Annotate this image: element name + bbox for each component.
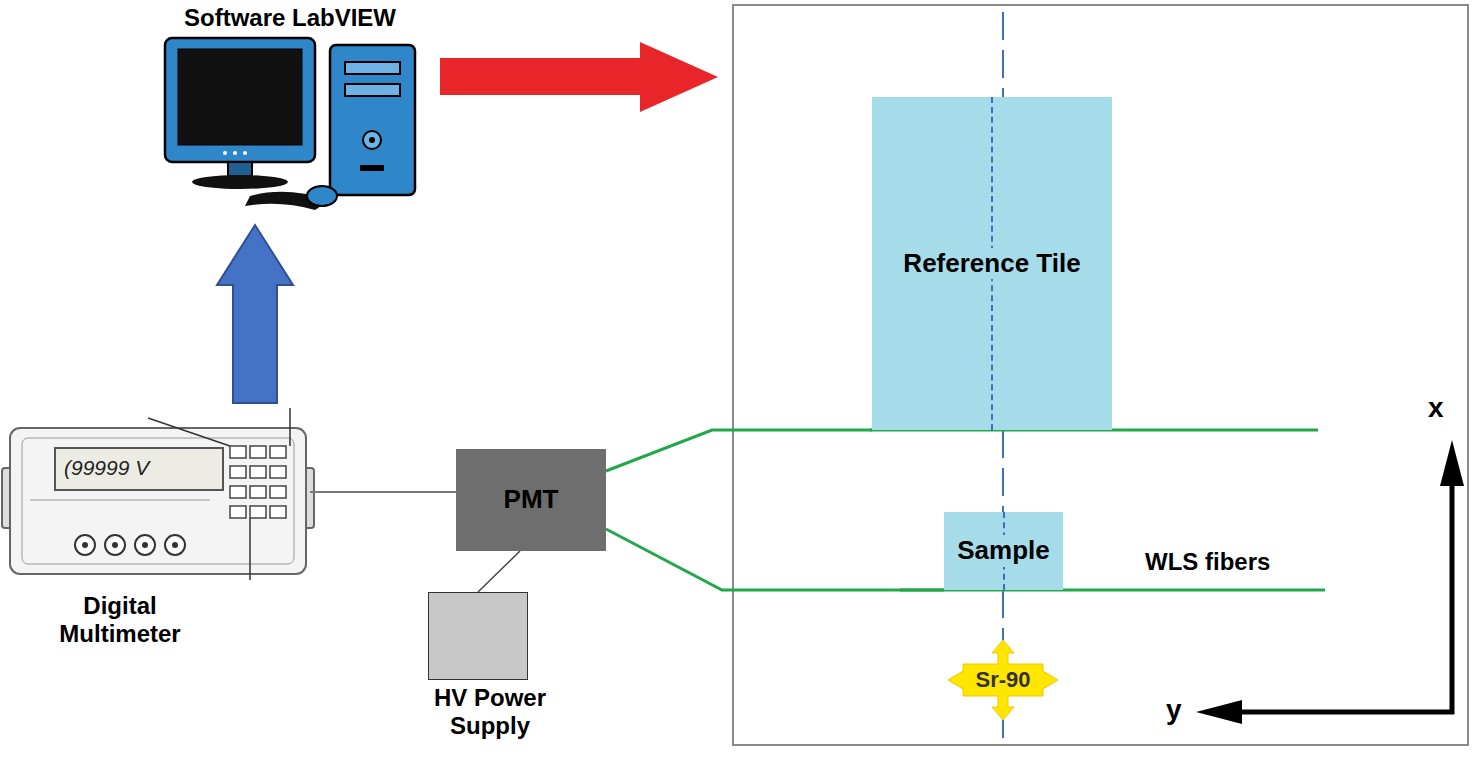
meter-body	[10, 428, 306, 574]
drive-bay	[345, 84, 400, 96]
computer-node: Software LabVIEW	[140, 0, 440, 225]
node-label: Sr-90	[975, 667, 1030, 692]
node-label: Sample	[954, 535, 1053, 567]
bezel-dot	[223, 151, 227, 155]
monitor	[165, 38, 315, 162]
bezel-dot	[233, 151, 237, 155]
tower-slot	[360, 165, 384, 171]
reference-tile: Reference Tile	[872, 97, 1112, 430]
meter-panel	[22, 438, 294, 564]
output-arrow	[440, 42, 718, 112]
meter-jacks	[75, 535, 185, 555]
monitor-stand	[228, 162, 252, 176]
power-button	[369, 137, 375, 143]
axis-label: x	[1428, 392, 1444, 424]
fiber-label: WLS fibers	[1145, 548, 1270, 576]
power-supply-node: HV Power Supply	[400, 592, 580, 752]
signal-cable	[310, 491, 456, 493]
leader-line	[249, 518, 251, 580]
sample-tile: Sample	[944, 512, 1063, 590]
text-holder: Software LabVIEW	[140, 4, 440, 32]
leader-line	[148, 418, 230, 446]
node-label: HV Power Supply	[420, 684, 560, 739]
meter-buttons	[230, 446, 286, 518]
node-label: PMT	[504, 485, 559, 515]
center-line	[1002, 12, 1004, 738]
data-arrow	[217, 225, 293, 403]
setup-panel	[733, 5, 1468, 745]
power-supply-box	[428, 592, 528, 680]
source-star: Sr-90	[948, 640, 1058, 720]
display-reading: (99999 V	[64, 456, 149, 480]
monitor-base	[192, 175, 288, 189]
meter-jack-dots	[82, 542, 178, 548]
meter-display	[55, 448, 223, 490]
tower	[330, 45, 415, 195]
pmt-box: PMT	[456, 449, 606, 551]
bezel-dot	[243, 151, 247, 155]
hv-cable	[478, 551, 520, 592]
drive-bay	[345, 62, 400, 74]
power-button	[363, 131, 381, 149]
leader-line	[289, 408, 291, 446]
source-symbol	[948, 640, 1058, 720]
wls-fiber	[870, 430, 1325, 590]
node-label: Digital Multimeter	[45, 592, 195, 647]
text-holder: HV Power Supply	[420, 684, 560, 739]
computer-icon	[165, 38, 415, 210]
node-label: Software LabVIEW	[140, 4, 440, 32]
mouse	[307, 186, 337, 206]
screen	[178, 49, 302, 145]
axis-arrows	[1196, 440, 1464, 724]
wls-fiber	[606, 529, 944, 590]
multimeter-icon	[2, 408, 314, 580]
center-line	[991, 97, 993, 430]
center-line	[1003, 512, 1005, 590]
text-holder: Digital Multimeter	[45, 592, 195, 647]
wls-fiber	[606, 430, 872, 471]
panel-line	[30, 500, 210, 501]
axis-label: y	[1166, 694, 1182, 726]
node-label: Reference Tile	[900, 248, 1083, 280]
multimeter-node: Digital Multimeter	[0, 415, 320, 665]
star-shape	[948, 640, 1058, 720]
